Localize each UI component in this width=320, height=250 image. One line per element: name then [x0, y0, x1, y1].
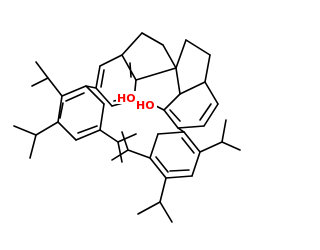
hydroxyl-left: HO — [116, 91, 138, 105]
hydroxyl-right: HO — [135, 98, 165, 112]
right-aryl-isopropyl-right — [199, 119, 241, 153]
right-aryl-isopropyl-para — [137, 177, 173, 223]
molecule-structure-diagram: HO HO — [13, 32, 241, 223]
left-aryl-isopropyl-para — [13, 121, 59, 159]
left-aryl-link-bond — [85, 85, 97, 89]
right-indane-benzene-ring — [163, 81, 219, 129]
left-aryl-isopropyl-bottom — [99, 129, 137, 163]
right-indane-five-ring — [175, 39, 211, 95]
right-aryl-isopropyl-left — [111, 131, 151, 161]
oxygen-label-left: HO — [117, 92, 136, 105]
left-aryl-isopropyl-top — [31, 61, 63, 97]
oxygen-label-right: HO — [136, 99, 155, 112]
left-triisopropylphenyl-ring — [57, 85, 105, 141]
right-triisopropylphenyl-ring — [149, 131, 201, 179]
left-indane-five-ring — [121, 32, 177, 81]
right-aryl-link-bond — [177, 127, 185, 133]
